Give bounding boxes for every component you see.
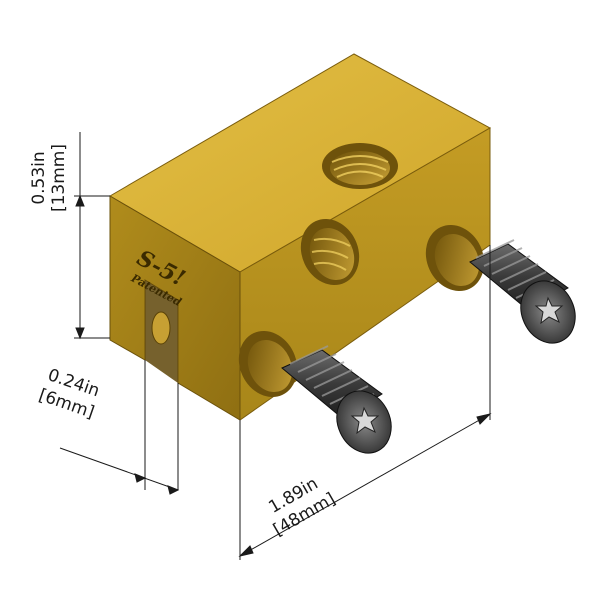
slot-width-label: 0.24in [6mm] — [36, 365, 102, 423]
length-dimension — [238, 245, 492, 560]
top-threaded-hole — [322, 143, 398, 189]
brass-block: S-5! Patented — [109, 53, 492, 421]
torx-socket-icon — [350, 406, 380, 435]
height-metric: [13mm] — [49, 144, 69, 212]
right-threaded-hole — [425, 224, 485, 292]
slot-width-dimension — [59, 360, 180, 495]
height-imperial: 0.53in — [29, 151, 49, 204]
front-threaded-hole — [300, 218, 360, 286]
slot-hole — [151, 311, 171, 345]
left-threaded-hole — [238, 330, 298, 398]
right-set-screw — [469, 239, 576, 344]
left-set-screw — [281, 345, 392, 454]
torx-socket-icon — [534, 296, 564, 325]
height-label: 0.53in [13mm] — [29, 144, 69, 212]
length-label: 1.89in [48mm] — [265, 474, 339, 541]
height-dimension — [74, 132, 110, 340]
